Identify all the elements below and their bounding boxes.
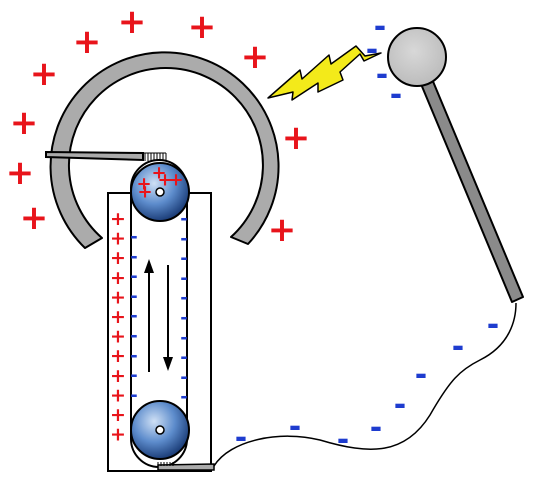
- ball-minus-charge: -: [390, 78, 402, 113]
- ball-minus-charge: -: [376, 58, 388, 93]
- charge-symbols: +++++++++++++++++++++++++++-------------…: [6, 2, 499, 458]
- dome-plus-charge: +: [241, 37, 270, 77]
- belt-plus-charge: +: [110, 326, 126, 348]
- top-roller: [130, 162, 190, 222]
- belt-minus-charge: -: [180, 288, 187, 309]
- dome-plus-charge: +: [268, 210, 297, 250]
- roller-plus-charge: +: [137, 182, 152, 203]
- belt-minus-charge: -: [130, 286, 137, 307]
- belt-minus-charge: -: [180, 387, 187, 408]
- wire-minus-charge: -: [487, 308, 499, 343]
- belt-minus-charge: -: [180, 268, 187, 289]
- belt-minus-charge: -: [130, 365, 137, 386]
- dome-plus-charge: +: [282, 118, 311, 158]
- dome: [49, 51, 280, 249]
- belt-plus-charge: +: [110, 365, 126, 387]
- belt-minus-charge: -: [180, 248, 187, 269]
- belt-minus-charge: -: [180, 228, 187, 249]
- belt-minus-charge: -: [130, 306, 137, 327]
- dome-plus-charge: +: [188, 7, 217, 47]
- belt-minus-charge: -: [180, 367, 187, 388]
- dome-plus-charge: +: [20, 198, 49, 238]
- dome-plus-charge: +: [30, 54, 59, 94]
- belt-plus-charge: +: [110, 424, 126, 446]
- discharge-rod: [420, 78, 524, 303]
- ball-minus-charge: -: [374, 10, 386, 45]
- dome-plus-charge: +: [118, 2, 147, 42]
- belt-minus-charge: -: [130, 345, 137, 366]
- roller-plus-charge: +: [168, 170, 183, 191]
- belt-plus-charge: +: [110, 228, 126, 250]
- belt-plus-charge: +: [110, 404, 126, 426]
- belt-plus-charge: +: [110, 384, 126, 406]
- roller-plus-charge: +: [136, 174, 151, 195]
- wire-minus-charge: -: [452, 330, 464, 365]
- upper-comb: [45, 150, 144, 162]
- arrow-down-icon: [163, 265, 173, 371]
- discharge-ball: [387, 27, 447, 87]
- belt-minus-charge: -: [180, 347, 187, 368]
- wire-minus-charge: -: [394, 388, 406, 423]
- belt-plus-charge: +: [110, 267, 126, 289]
- dome-plus-charge: +: [10, 103, 39, 143]
- bottom-roller: [130, 400, 190, 460]
- wire-minus-charge: -: [289, 410, 301, 445]
- belt-plus-charge: +: [110, 306, 126, 328]
- belt-minus-charge: -: [180, 327, 187, 348]
- belt-plus-charge: +: [110, 345, 126, 367]
- belt-plus-charge: +: [110, 286, 126, 308]
- wire-minus-charge: -: [370, 411, 382, 446]
- dome-plus-charge: +: [73, 22, 102, 62]
- wire-minus-charge: -: [415, 358, 427, 393]
- belt-plus-charge: +: [110, 208, 126, 230]
- wire-minus-charge: -: [235, 421, 247, 456]
- belt-minus-charge: -: [130, 246, 137, 267]
- lower-comb: [157, 462, 215, 471]
- belt-minus-charge: -: [130, 266, 137, 287]
- belt-minus-charge: -: [130, 326, 137, 347]
- lightning-icon: [267, 45, 382, 101]
- roller-plus-charge: +: [151, 163, 166, 184]
- belt-minus-charge: -: [130, 385, 137, 406]
- ground-wire: [213, 302, 517, 467]
- roller-plus-charge: +: [157, 170, 172, 191]
- belt-plus-charge: +: [110, 247, 126, 269]
- arrow-up-icon: [144, 259, 154, 372]
- belt-minus-charge: -: [180, 209, 187, 230]
- dome-plus-charge: +: [6, 153, 35, 193]
- belt-minus-charge: -: [180, 308, 187, 329]
- belt-minus-charge: -: [130, 227, 137, 248]
- ball-minus-charge: -: [366, 33, 378, 68]
- wire-minus-charge: -: [337, 423, 349, 458]
